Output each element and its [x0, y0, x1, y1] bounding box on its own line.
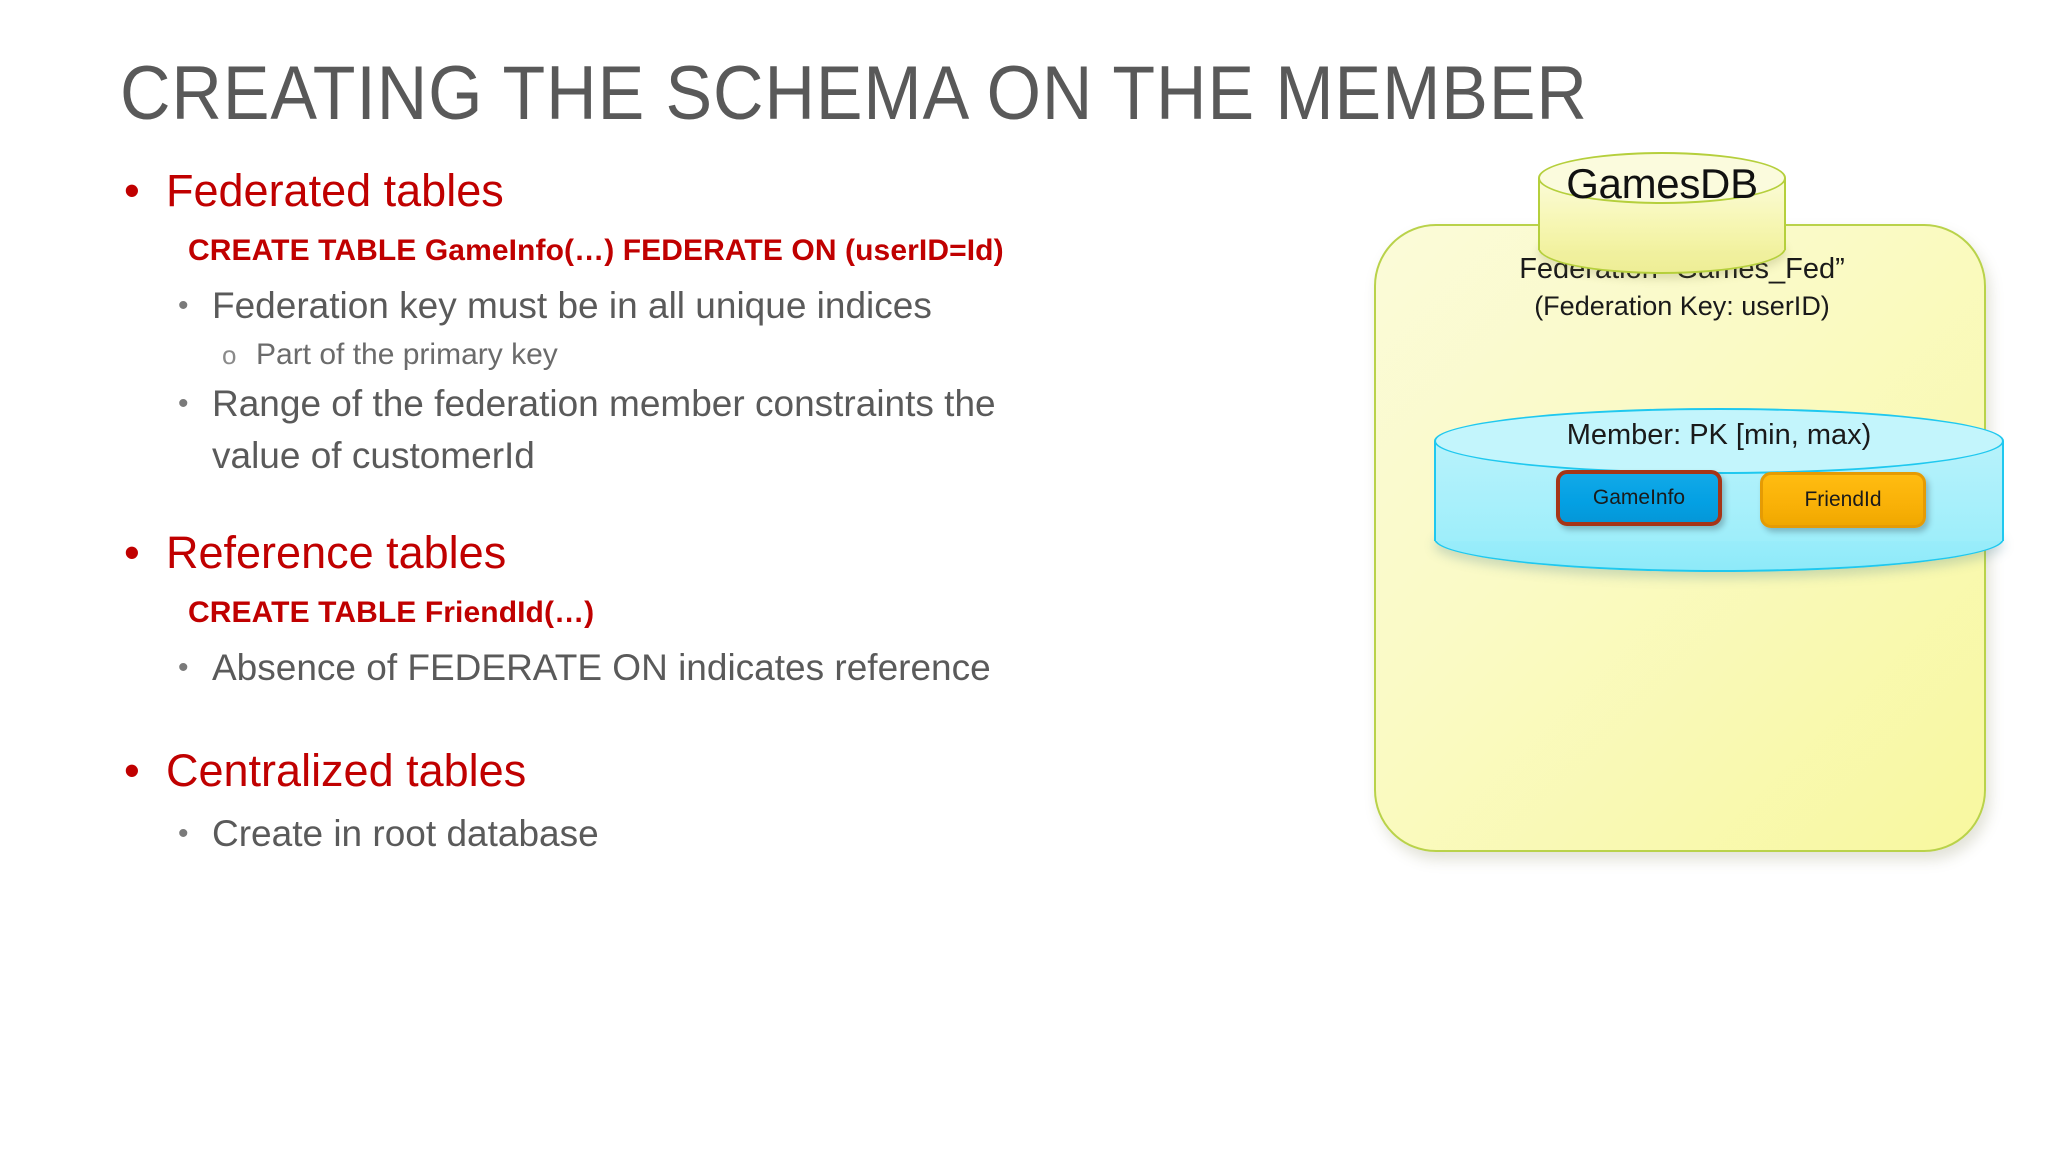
bullet-range-constraint: • Range of the federation member constra… — [118, 378, 1348, 482]
gamesdb-cylinder: GamesDB — [1538, 152, 1786, 274]
section-heading-label: Reference tables — [166, 527, 507, 578]
bullet-primary-key: o Part of the primary key — [118, 332, 1348, 378]
spacer — [118, 482, 1348, 522]
code-line-federated: CREATE TABLE GameInfo(…) FEDERATE ON (us… — [188, 234, 1004, 267]
federation-diagram: Federation “Games_Fed” (Federation Key: … — [1360, 140, 2020, 1070]
section-heading-reference: • Reference tables — [118, 522, 1348, 584]
table-box-gameinfo[interactable]: GameInfo — [1556, 470, 1722, 526]
page-title: CREATING THE SCHEMA ON THE MEMBER — [120, 51, 1588, 136]
bullet-label: Create in root database — [212, 813, 599, 854]
bullet-label: Part of the primary key — [256, 338, 558, 371]
bullet-level2-icon: • — [178, 817, 189, 850]
section-reference-tables: • Reference tables CREATE TABLE FriendId… — [118, 522, 1348, 694]
bullet-level1-icon: • — [124, 165, 140, 216]
gamesdb-label: GamesDB — [1566, 160, 1758, 207]
table-box-friendid[interactable]: FriendId — [1760, 472, 1926, 528]
body-content: • Federated tables CREATE TABLE GameInfo… — [118, 160, 1348, 860]
section-heading-label: Federated tables — [166, 165, 504, 216]
bullet-level3-icon: o — [222, 340, 237, 370]
table-box-label: FriendId — [1804, 488, 1882, 511]
member-cylinder: Member: PK [min, max) GameInfo FriendId — [1434, 408, 2004, 584]
federation-subtitle: (Federation Key: userID) — [1534, 291, 1830, 321]
bullet-label: Federation key must be in all unique ind… — [212, 285, 932, 326]
section-heading-federated: • Federated tables — [118, 160, 1348, 222]
code-line-reference: CREATE TABLE FriendId(…) — [188, 596, 595, 629]
bullet-label-line1: Range of the federation member constrain… — [212, 383, 996, 424]
member-cylinder-top-icon — [1434, 408, 2004, 474]
bullet-level2-icon: • — [178, 387, 189, 420]
federation-container: Federation “Games_Fed” (Federation Key: … — [1374, 224, 2004, 852]
bullet-absence-federate: • Absence of FEDERATE ON indicates refer… — [118, 642, 1348, 694]
bullet-create-root-db: • Create in root database — [118, 808, 1348, 860]
bullet-label-line2: value of customerId — [212, 435, 535, 476]
bullet-level2-icon: • — [178, 651, 189, 684]
spacer — [118, 694, 1348, 740]
section-federated-tables: • Federated tables CREATE TABLE GameInfo… — [118, 160, 1348, 482]
bullet-label: Absence of FEDERATE ON indicates referen… — [212, 647, 991, 688]
section-heading-centralized: • Centralized tables — [118, 740, 1348, 802]
bullet-level1-icon: • — [124, 745, 140, 796]
bullet-level1-icon: • — [124, 527, 140, 578]
table-box-label: GameInfo — [1592, 486, 1686, 509]
member-label: Member: PK [min, max) — [1566, 419, 1872, 451]
section-centralized-tables: • Centralized tables • Create in root da… — [118, 740, 1348, 860]
bullet-level2-icon: • — [178, 289, 189, 322]
bullet-federation-key: • Federation key must be in all unique i… — [118, 280, 1348, 332]
section-heading-label: Centralized tables — [166, 745, 527, 796]
cylinder-top-icon — [1538, 152, 1786, 204]
